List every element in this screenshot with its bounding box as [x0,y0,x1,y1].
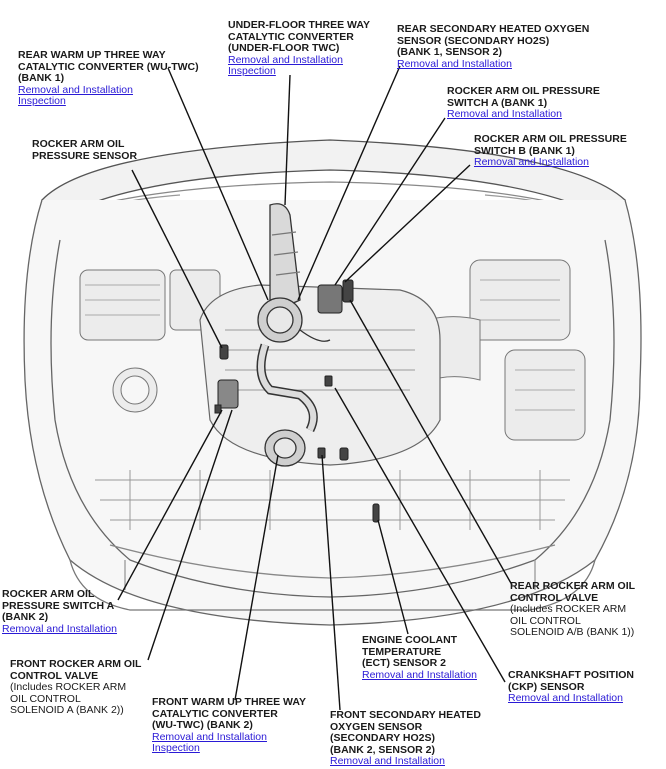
callout-front-wu-twc: FRONT WARM UP THREE WAY CATALYTIC CONVER… [152,696,307,755]
callout-rear-wu-twc: REAR WARM UP THREE WAY CATALYTIC CONVERT… [18,49,199,108]
removal-installation-link[interactable]: Removal and Installation [2,622,117,635]
callout-rocker-switch-a: ROCKER ARM OIL PRESSURE SWITCH A (BANK 1… [447,85,600,121]
callout-under-floor-twc: UNDER-FLOOR THREE WAY CATALYTIC CONVERTE… [228,19,370,78]
callout-title: CRANKSHAFT POSITION (CKP) SENSOR [508,669,634,693]
callout-front-rocker-valve: FRONT ROCKER ARM OIL CONTROL VALVE (Incl… [10,658,142,717]
callout-note: (Includes ROCKER ARM OIL CONTROL SOLENOI… [10,681,127,716]
callout-front-secondary-ho2s: FRONT SECONDARY HEATED OXYGEN SENSOR (SE… [330,709,481,768]
removal-installation-link[interactable]: Removal and Installation [152,730,267,743]
removal-installation-link[interactable]: Removal and Installation [228,53,343,66]
removal-installation-link[interactable]: Removal and Installation [474,156,589,168]
callout-title: ROCKER ARM OIL PRESSURE SENSOR [32,138,138,162]
callout-title: ROCKER ARM OIL PRESSURE SWITCH A (BANK 1… [447,85,600,109]
sensor-parts [214,279,380,523]
callout-title: FRONT ROCKER ARM OIL CONTROL VALVE [10,658,142,682]
removal-installation-link[interactable]: Removal and Installation [362,668,477,681]
callout-rocker-pressure-sensor: ROCKER ARM OIL PRESSURE SENSOR [32,138,138,162]
inspection-link[interactable]: Inspection [228,65,276,77]
callout-rocker-switch-b: ROCKER ARM OIL PRESSURE SWITCH B (BANK 1… [474,133,627,169]
callout-title: REAR WARM UP THREE WAY CATALYTIC CONVERT… [18,49,199,84]
removal-installation-link[interactable]: Removal and Installation [447,108,562,120]
callout-ckp-sensor: CRANKSHAFT POSITION (CKP) SENSOR Removal… [508,669,634,705]
callout-title: ENGINE COOLANT TEMPERATURE (ECT) SENSOR … [362,634,458,669]
callout-note: (Includes ROCKER ARM OIL CONTROL SOLENOI… [510,603,635,638]
callout-ect-sensor: ENGINE COOLANT TEMPERATURE (ECT) SENSOR … [362,634,477,681]
callout-title: ROCKER ARM OIL PRESSURE SWITCH A (BANK 2… [2,588,115,623]
removal-installation-link[interactable]: Removal and Installation [330,755,445,767]
inspection-link[interactable]: Inspection [18,95,66,107]
callout-rocker-switch-a-bank2: ROCKER ARM OIL PRESSURE SWITCH A (BANK 2… [2,588,117,635]
callout-rear-secondary-ho2s: REAR SECONDARY HEATED OXYGEN SENSOR (SEC… [397,23,590,70]
left-components [79,269,221,413]
callout-rear-rocker-valve: REAR ROCKER ARM OIL CONTROL VALVE (Inclu… [510,580,636,639]
leader-lines [117,65,513,711]
removal-installation-link[interactable]: Removal and Installation [508,692,623,704]
callout-title: REAR SECONDARY HEATED OXYGEN SENSOR (SEC… [397,23,590,58]
removal-installation-link[interactable]: Removal and Installation [397,57,512,70]
callout-title: FRONT SECONDARY HEATED OXYGEN SENSOR (SE… [330,709,481,756]
callout-title: FRONT WARM UP THREE WAY CATALYTIC CONVER… [152,696,307,731]
exhaust-assembly [256,203,331,467]
callout-title: ROCKER ARM OIL PRESSURE SWITCH B (BANK 1… [474,133,627,157]
inspection-link[interactable]: Inspection [152,742,200,754]
removal-installation-link[interactable]: Removal and Installation [18,83,133,96]
callout-title: REAR ROCKER ARM OIL CONTROL VALVE [510,580,636,604]
callout-title: UNDER-FLOOR THREE WAY CATALYTIC CONVERTE… [228,19,370,54]
